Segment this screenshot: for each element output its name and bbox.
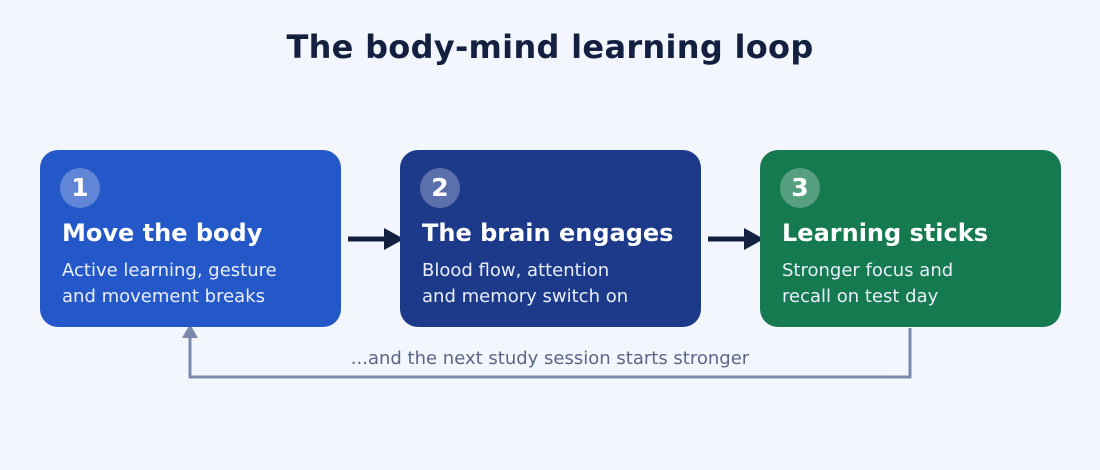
diagram-title: The body-mind learning loop: [286, 28, 814, 66]
arrow-step2-to-step3: [708, 228, 764, 250]
step-number-badge: 3: [780, 168, 820, 208]
step-number-badge: 2: [420, 168, 460, 208]
step-number-badge: 1: [60, 168, 100, 208]
step-card-2: 2 The brain engages Blood flow, attentio…: [400, 150, 701, 327]
step-heading: Move the body: [62, 219, 263, 247]
step-description-line: and memory switch on: [422, 286, 629, 307]
loop-back-arrow: [182, 324, 912, 379]
step-description-line: Stronger focus and: [782, 260, 954, 281]
step-description-line: Blood flow, attention: [422, 260, 610, 281]
step-card-3: 3 Learning sticks Stronger focus and rec…: [760, 150, 1061, 327]
step-description-line: recall on test day: [782, 286, 939, 307]
step-heading: The brain engages: [422, 219, 674, 247]
step-card-1: 1 Move the body Active learning, gesture…: [40, 150, 341, 327]
step-heading: Learning sticks: [782, 219, 988, 247]
step-description: Stronger focus and recall on test day: [782, 258, 953, 310]
step-description-line: and movement breaks: [62, 286, 265, 307]
loop-back-label: ...and the next study session starts str…: [350, 348, 750, 369]
step-description: Active learning, gesture and movement br…: [62, 258, 277, 310]
arrow-step1-to-step2: [348, 228, 404, 250]
step-description-line: Active learning, gesture: [62, 260, 277, 281]
step-description: Blood flow, attention and memory switch …: [422, 258, 628, 310]
